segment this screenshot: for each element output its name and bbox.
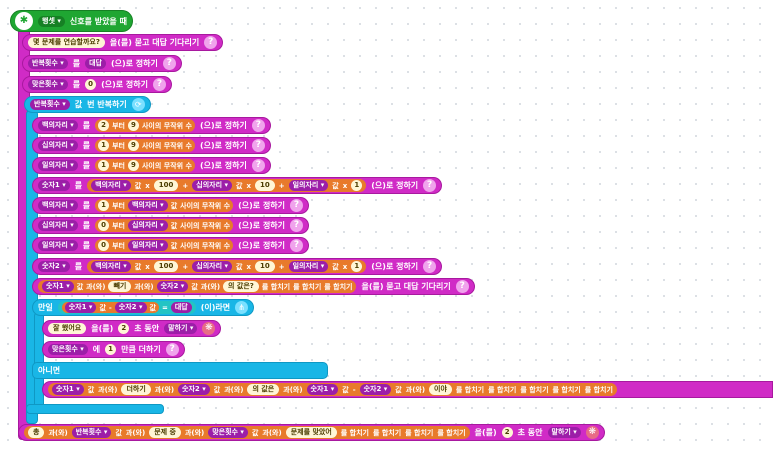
change-var-block[interactable]: 맞은횟수 ▾ 에 1 만큼 더하기 ? xyxy=(42,341,185,358)
help-icon[interactable]: ? xyxy=(423,260,437,273)
variable-dropdown[interactable]: 십의자리 ▾ xyxy=(38,140,78,151)
say-mode-dropdown[interactable]: 말하기 ▾ xyxy=(547,427,581,438)
help-icon[interactable]: ? xyxy=(204,36,218,49)
help-icon[interactable]: ? xyxy=(423,179,437,192)
answer-reporter[interactable]: 대답 xyxy=(85,58,106,69)
variable-dropdown[interactable]: 숫자2 ▾ xyxy=(38,261,70,272)
variable-dropdown[interactable]: 일의자리 ▾ xyxy=(38,240,78,251)
branch-icon: ⋔ xyxy=(235,301,249,314)
event-text: 신호를 받았을 때 xyxy=(69,16,127,26)
loop-icon: ⟳ xyxy=(131,98,145,111)
help-icon[interactable]: ? xyxy=(251,159,265,172)
variable-dropdown[interactable]: 일의자리 ▾ xyxy=(38,160,78,171)
join-reporter[interactable]: 숫자1 ▾값 과(와)빼기 과(와) 숫자2 ▾값 과(와)의 값은? 를 합치… xyxy=(38,280,357,293)
help-icon[interactable]: ? xyxy=(165,343,179,356)
help-icon[interactable]: ? xyxy=(251,139,265,152)
variable-dropdown[interactable]: 맞은횟수 ▾ xyxy=(28,79,68,90)
speech-icon: ❋ xyxy=(585,426,599,439)
help-icon[interactable]: ? xyxy=(251,119,265,132)
help-icon[interactable]: ? xyxy=(455,280,469,293)
join-reporter[interactable]: 숫자1 ▾값 과(와)더하기 과(와) 숫자2 ▾값 과(와)의 값은 과(와)… xyxy=(48,383,617,396)
variable-dropdown[interactable]: 맞은횟수 ▾ xyxy=(48,344,88,355)
start-flag-icon: ✱ xyxy=(15,12,33,30)
variable-dropdown[interactable]: 반복횟수 ▾ xyxy=(28,58,68,69)
signal-dropdown[interactable]: 행셋 ▾ xyxy=(38,15,65,27)
repeat-block[interactable]: 반복횟수 ▾ 값 번 반복하기 ⟳ xyxy=(24,96,151,113)
variable-dropdown[interactable]: 반복횟수 ▾ xyxy=(30,99,70,110)
help-icon[interactable]: ? xyxy=(153,78,166,91)
question-input[interactable]: 몇 문제를 연습할까요? xyxy=(28,37,105,48)
compare-reporter[interactable]: 숫자1 ▾값 - 숫자2 ▾값 = 대답 xyxy=(57,301,196,314)
variable-dropdown[interactable]: 백의자리 ▾ xyxy=(38,120,78,131)
help-icon[interactable]: ? xyxy=(290,199,304,212)
set-var-block[interactable]: 맞은횟수 ▾ 를 0 (으)로 정하기 ? xyxy=(22,76,172,93)
event-hat-block[interactable]: ✱ 행셋 ▾ 신호를 받았을 때 xyxy=(10,10,133,32)
speech-icon: ❋ xyxy=(202,322,216,335)
number-input[interactable]: 0 xyxy=(85,79,97,90)
say-mode-dropdown[interactable]: 말하기 ▾ xyxy=(164,323,198,334)
set-var-block[interactable]: 반복횟수 ▾ 를 대답 (으)로 정하기 ? xyxy=(22,55,182,72)
if-else-block[interactable]: 만일 숫자1 ▾값 - 숫자2 ▾값 = 대답 (이)라면 ⋔ xyxy=(32,299,255,316)
ask-block[interactable]: 몇 문제를 연습할까요? 을(를) 묻고 대답 기다리기 ? xyxy=(22,34,224,51)
variable-dropdown[interactable]: 백의자리 ▾ xyxy=(38,200,78,211)
ask-block[interactable]: 숫자1 ▾값 과(와)빼기 과(와) 숫자2 ▾값 과(와)의 값은? 를 합치… xyxy=(32,278,475,295)
else-label: 아니면 xyxy=(32,362,328,379)
help-icon[interactable]: ? xyxy=(290,239,304,252)
help-icon[interactable]: ? xyxy=(290,219,304,232)
say-block[interactable]: 숫자1 ▾값 과(와)더하기 과(와) 숫자2 ▾값 과(와)의 값은 과(와)… xyxy=(42,381,773,398)
help-icon[interactable]: ? xyxy=(162,57,176,70)
say-block[interactable]: 잘 했어요 을(를) 2 초 동안 말하기 ▾ ❋ xyxy=(42,320,222,337)
variable-dropdown[interactable]: 십의자리 ▾ xyxy=(38,220,78,231)
if-end xyxy=(26,404,164,414)
variable-dropdown[interactable]: 숫자1 ▾ xyxy=(38,180,70,191)
